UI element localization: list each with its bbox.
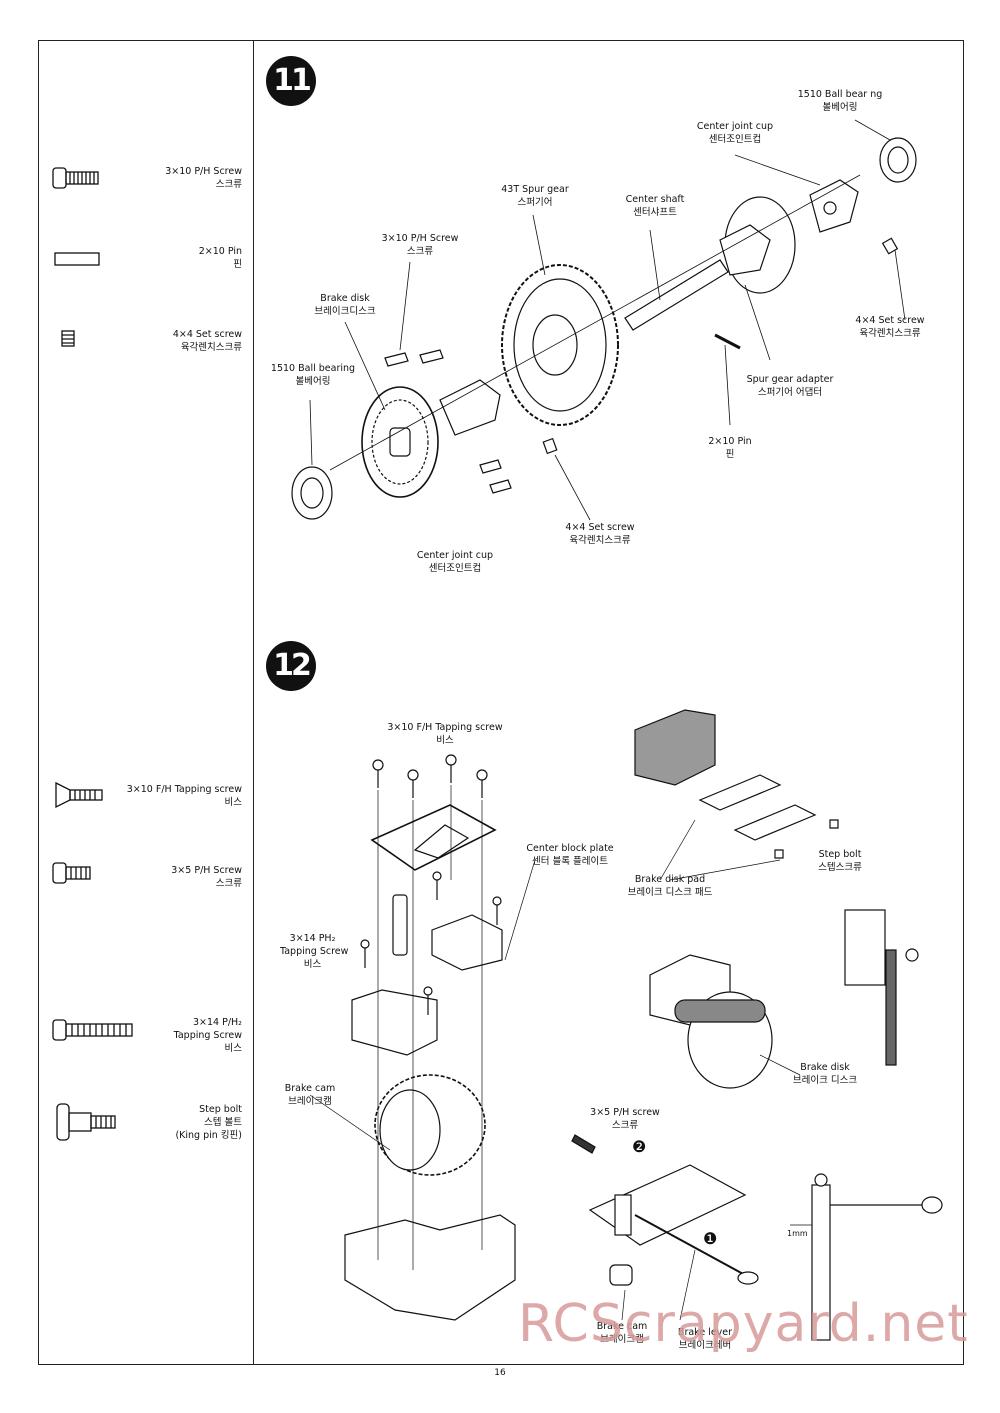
step-marker-2: ❷ bbox=[632, 1137, 647, 1156]
brake-pad-assembly bbox=[634, 709, 716, 786]
pin-step11 bbox=[714, 333, 741, 350]
pin-icon bbox=[54, 252, 100, 266]
screw-b bbox=[419, 349, 444, 364]
brake-cam-shaft bbox=[392, 894, 408, 956]
glue-tube bbox=[571, 1134, 596, 1154]
screw-3x10-icon bbox=[52, 167, 99, 189]
set-screw-mid bbox=[542, 437, 558, 455]
page-number: 16 bbox=[494, 1368, 506, 1378]
center-block-right bbox=[431, 914, 503, 971]
step-bolt-b bbox=[774, 849, 784, 859]
screw-3x5-icon bbox=[52, 862, 91, 884]
step-12-badge: 12 bbox=[266, 641, 316, 691]
sidebar-divider bbox=[253, 40, 254, 1365]
step-11-badge: 11 bbox=[266, 56, 316, 106]
tapping-screws bbox=[372, 754, 488, 798]
page-frame bbox=[38, 40, 964, 1365]
center-shaft bbox=[624, 259, 729, 331]
center-block-left bbox=[351, 989, 438, 1056]
screw-a bbox=[384, 352, 409, 367]
brake-lever bbox=[634, 1214, 746, 1276]
step-bolt-a bbox=[829, 819, 839, 829]
screw-d bbox=[489, 479, 512, 494]
watermark: RCScrapyard.net bbox=[518, 1294, 969, 1354]
center-joint-cup-mid bbox=[439, 379, 501, 436]
label-gap-1mm: 1mm bbox=[787, 1229, 808, 1238]
brake-disk-side bbox=[885, 949, 897, 1066]
step-bolt-icon bbox=[56, 1103, 116, 1141]
tapping-screw-icon bbox=[55, 781, 103, 809]
center-block-base bbox=[344, 1214, 516, 1321]
step-marker-1: ❶ bbox=[703, 1229, 718, 1248]
screw-c bbox=[479, 459, 502, 474]
screw-3x14-icon bbox=[52, 1019, 133, 1041]
set-screw-top bbox=[881, 237, 899, 255]
set-screw-icon bbox=[61, 330, 75, 347]
